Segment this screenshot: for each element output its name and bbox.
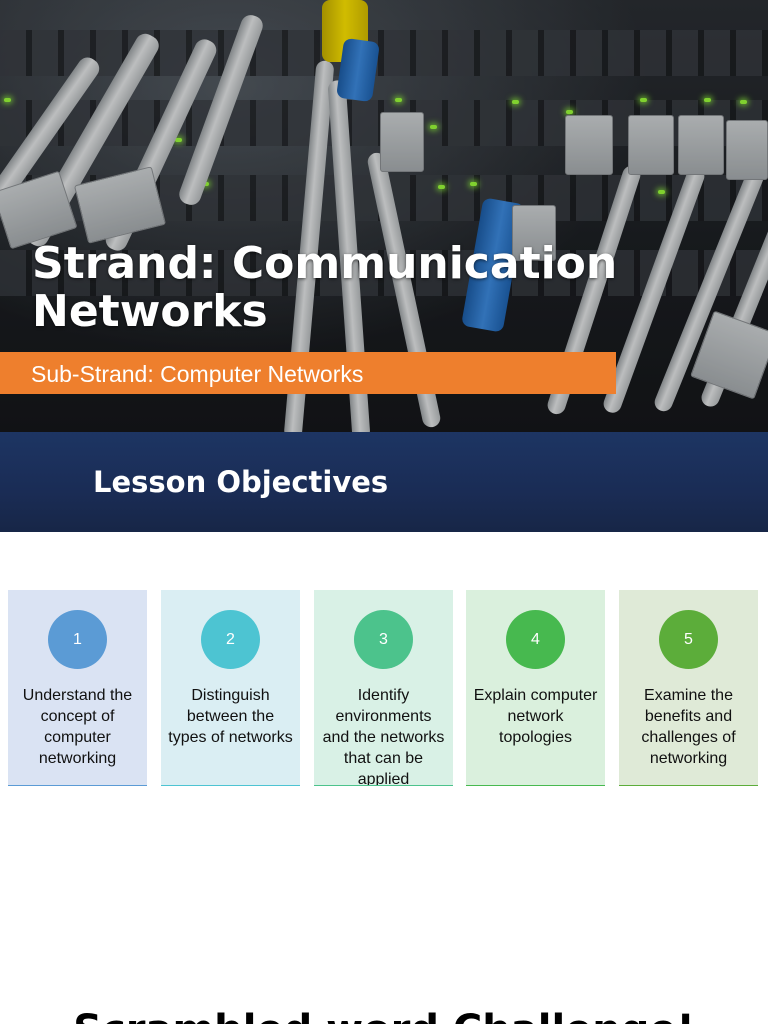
objective-text: Explain computer network topologies: [473, 687, 598, 746]
objective-number-badge: 5: [659, 610, 718, 669]
led: [658, 190, 665, 194]
objective-text: Distinguish between the types of network…: [168, 687, 293, 746]
led: [512, 100, 519, 104]
objective-number-badge: 3: [354, 610, 413, 669]
next-slide-title: Scrambled word Challenge!: [0, 1008, 768, 1024]
plug: [565, 115, 613, 175]
subtitle-bar: Sub-Strand: Computer Networks: [0, 352, 616, 394]
objectives-slide: Lesson Objectives 1 Understand the conce…: [0, 432, 768, 808]
plug: [726, 120, 768, 180]
objective-card-4: 4 Explain computer network topologies: [466, 590, 605, 786]
rack-row: [0, 250, 768, 296]
objective-text: Examine the benefits and challenges of n…: [641, 687, 736, 767]
objective-number-badge: 2: [201, 610, 260, 669]
objective-text: Understand the concept of computer netwo…: [22, 687, 133, 767]
led: [4, 98, 11, 102]
led: [438, 185, 445, 189]
next-slide: Scrambled word Challenge!: [0, 808, 768, 1024]
objective-card-3: 3 Identify environments and the networks…: [314, 590, 453, 786]
objective-card-2: 2 Distinguish between the types of netwo…: [161, 590, 300, 786]
plug: [678, 115, 724, 175]
plug: [512, 205, 556, 261]
led: [430, 125, 437, 129]
objective-number-badge: 1: [48, 610, 107, 669]
objectives-heading: Lesson Objectives: [93, 465, 389, 499]
objectives-header: Lesson Objectives: [0, 432, 768, 532]
plug: [380, 112, 424, 172]
title-slide: Strand: Communication Networks Sub-Stran…: [0, 0, 768, 432]
led: [395, 98, 402, 102]
objective-text: Identify environments and the networks t…: [322, 687, 445, 786]
led: [470, 182, 477, 186]
objective-number-badge: 4: [506, 610, 565, 669]
slide-subtitle: Sub-Strand: Computer Networks: [31, 361, 364, 387]
plug: [628, 115, 674, 175]
led: [640, 98, 647, 102]
led: [704, 98, 711, 102]
objective-card-1: 1 Understand the concept of computer net…: [8, 590, 147, 786]
slide-title: Strand: Communication Networks: [32, 238, 618, 337]
led: [175, 138, 182, 142]
objective-card-5: 5 Examine the benefits and challenges of…: [619, 590, 758, 786]
led: [566, 110, 573, 114]
led: [740, 100, 747, 104]
